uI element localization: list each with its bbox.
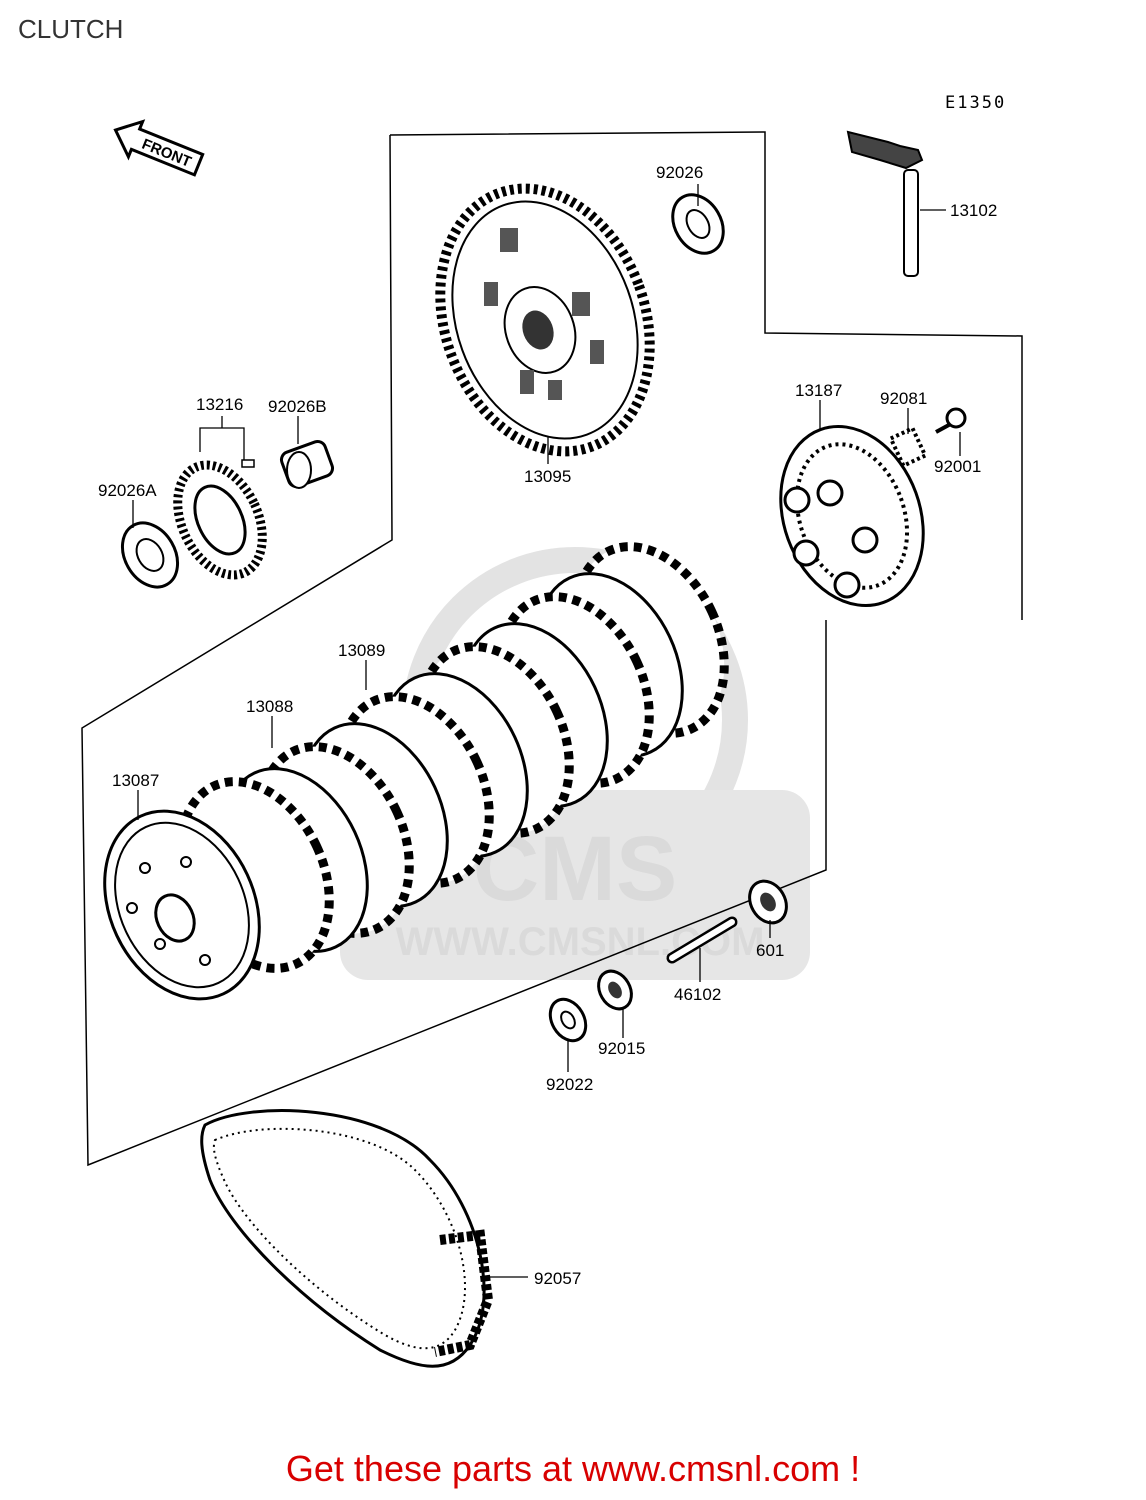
page-title: CLUTCH [18, 14, 124, 44]
assembly-outline [81, 131, 1023, 1167]
part-label-13088[interactable]: 13088 [246, 697, 293, 716]
push-rod-46102-icon [666, 916, 738, 964]
part-label-13089[interactable]: 13089 [338, 641, 385, 660]
part-label-46102[interactable]: 46102 [674, 985, 721, 1004]
part-label-92001[interactable]: 92001 [934, 457, 981, 476]
clutch-hub-icon [103, 809, 261, 1001]
part-label-13095[interactable]: 13095 [524, 467, 571, 486]
clutch-exploded-diagram: CMS WWW.CMSNL.COM FRONT [81, 93, 1023, 1368]
clutch-housing-gear-icon [435, 183, 655, 457]
part-label-13102[interactable]: 13102 [950, 201, 997, 220]
part-label-13087[interactable]: 13087 [112, 771, 159, 790]
washer-92022-icon [548, 997, 588, 1043]
clutch-release-shaft-icon [846, 130, 924, 277]
bushing-92026B-icon [279, 439, 335, 489]
gear-13216-icon [173, 459, 267, 580]
part-label-92026[interactable]: 92026 [656, 163, 703, 182]
part-label-601[interactable]: 601 [756, 941, 784, 960]
part-label-92015[interactable]: 92015 [598, 1039, 645, 1058]
part-label-13216[interactable]: 13216 [196, 395, 243, 414]
nut-92015-icon [597, 969, 633, 1011]
part-label-92022[interactable]: 92022 [546, 1075, 593, 1094]
part-label-92057[interactable]: 92057 [534, 1269, 581, 1288]
leader-lines [132, 184, 961, 1278]
washer-92026A-icon [120, 521, 180, 589]
bolt-92001-icon [935, 407, 967, 434]
bearing-601-icon [748, 879, 788, 925]
front-arrow-icon: FRONT [113, 119, 205, 177]
footer-cta-link[interactable]: Get these parts at www.cmsnl.com ! [285, 1448, 861, 1489]
part-label-92081[interactable]: 92081 [880, 389, 927, 408]
washer-92026-icon [671, 193, 725, 255]
clutch-spring-icon [888, 425, 928, 469]
primary-chain-icon [200, 1109, 494, 1368]
part-label-92026A[interactable]: 92026A [98, 481, 157, 500]
part-label-13187[interactable]: 13187 [795, 381, 842, 400]
diagram-code: E1350 [945, 93, 1006, 113]
part-label-92026B[interactable]: 92026B [268, 397, 327, 416]
clutch-plate-stack-icon [176, 542, 729, 973]
